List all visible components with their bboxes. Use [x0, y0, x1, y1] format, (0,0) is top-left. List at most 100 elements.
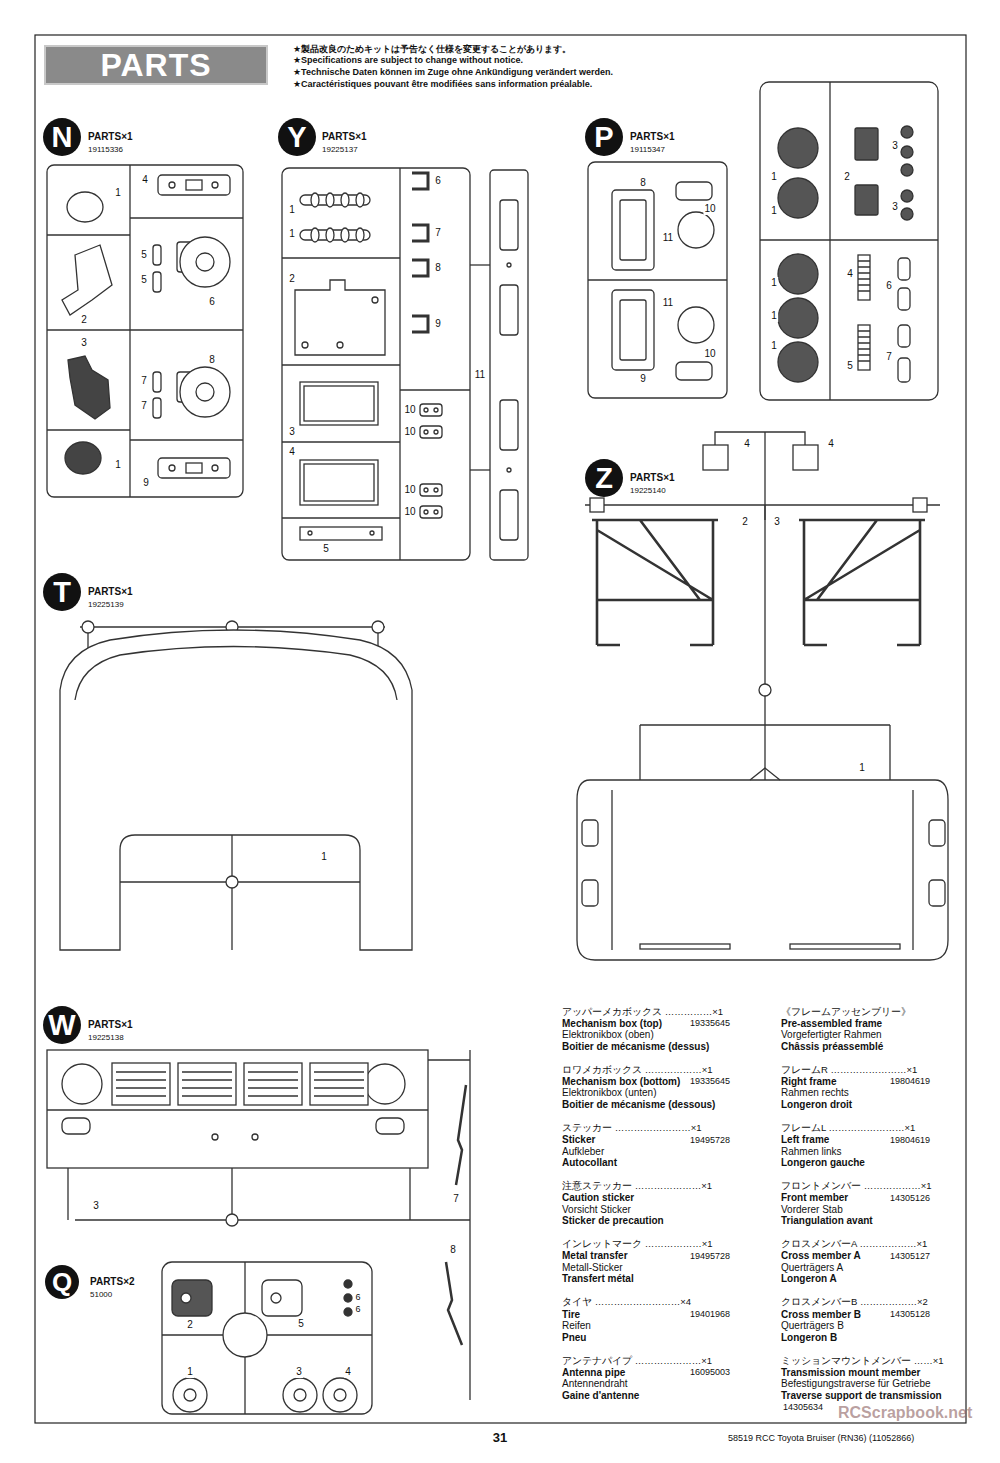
- sprue-p-right: [901, 190, 913, 202]
- sprue-z: [764, 505, 765, 520]
- sprue-z: [912, 790, 913, 950]
- callout-number: 3: [891, 201, 899, 213]
- page-border: [35, 35, 966, 1423]
- sprue-q: [334, 1389, 346, 1401]
- sprue-w: [244, 1063, 302, 1105]
- sprue-y: [470, 264, 490, 265]
- sprue-n: [153, 372, 161, 392]
- sprue-p-right: [760, 82, 938, 400]
- sprue-p-right: [858, 325, 870, 370]
- callout-number: 8: [449, 1244, 457, 1256]
- callout-number: 1: [770, 310, 778, 322]
- list-name-en: Mechanism box (top): [562, 1018, 662, 1030]
- tree-letter-circle: Z: [585, 459, 623, 497]
- part-code: 51000: [90, 1290, 112, 1299]
- sprue-y: [424, 488, 428, 492]
- sprue-p-right: [898, 258, 910, 280]
- sprue-n: [153, 245, 161, 265]
- sprue-z: [790, 944, 900, 949]
- sprue-p-left: [612, 190, 654, 270]
- sprue-y: [424, 430, 428, 434]
- callout-number: 11: [662, 232, 674, 244]
- callout-number: 1: [770, 277, 778, 289]
- list-name-fr: Transfert métal: [562, 1273, 634, 1285]
- callout-number: 1: [114, 459, 122, 471]
- list-name-en: Front member: [781, 1192, 848, 1204]
- list-name-fr: Traverse support de transmission: [781, 1390, 942, 1402]
- list-name-de: Befestigungstraverse für Getriebe: [781, 1378, 931, 1390]
- callout-number: 10: [403, 506, 416, 518]
- sprue-y: [370, 531, 374, 535]
- sprue-n: [158, 458, 230, 478]
- tree-letter-circle: Q: [45, 1265, 79, 1299]
- sprue-n: [186, 180, 202, 190]
- sprue-q: [162, 1262, 372, 1414]
- sprue-y: [434, 488, 438, 492]
- list-name-de: Querträgers A: [781, 1262, 843, 1274]
- list-name-fr: Triangulation avant: [781, 1215, 873, 1227]
- sprue-y: [412, 173, 428, 189]
- sprue-p-right: [855, 128, 878, 160]
- list-name-de: Vorgefertigter Rahmen: [781, 1029, 882, 1041]
- part-code: 19804619: [890, 1076, 930, 1086]
- sprue-y: [326, 228, 334, 242]
- sprue-q: [181, 1293, 191, 1303]
- list-heading-jp: クロスメンバーB ………………×2: [781, 1297, 928, 1308]
- sprue-w: [252, 1134, 258, 1140]
- sprue-n: [65, 442, 101, 474]
- sprue-y: [337, 342, 343, 348]
- sprue-w: [62, 1118, 90, 1134]
- sprue-p-left: [588, 162, 727, 398]
- sprue-y: [470, 469, 490, 470]
- list-heading-jp: フレームL ……………………×1: [781, 1123, 915, 1134]
- sprue-p-right: [858, 331, 870, 361]
- list-heading-jp: フロントメンバー ………………×1: [781, 1181, 931, 1192]
- part-code: 14305126: [890, 1193, 930, 1203]
- callout-number: 4: [846, 268, 854, 280]
- sprue-p-right: [778, 298, 818, 338]
- sprue-q: [283, 1378, 317, 1412]
- callout-number: 3: [891, 140, 899, 152]
- callout-number: 5: [297, 1318, 305, 1330]
- list-heading-jp: ステッカー ……………………×1: [562, 1123, 701, 1134]
- sprue-y: [300, 460, 378, 505]
- callout-number: 7: [452, 1193, 460, 1205]
- node-text: Q: [52, 1269, 72, 1295]
- page-number: 31: [493, 1431, 507, 1446]
- list-name-fr: Longeron A: [781, 1273, 837, 1285]
- note-text: ★Caractéristiques pouvant être modifiées…: [293, 79, 592, 89]
- sprue-z: [585, 504, 940, 505]
- callout-number: 4: [827, 438, 835, 450]
- sprue-y: [300, 382, 378, 425]
- list-name-en: Metal transfer: [562, 1250, 628, 1262]
- part-code: 19115336: [88, 145, 123, 154]
- list-heading-jp: ミッションマウントメンバー ……×1: [781, 1356, 943, 1367]
- part-code: 19804619: [890, 1135, 930, 1145]
- sprue-n: [186, 463, 202, 473]
- sprue-z: [793, 445, 818, 470]
- sprue-y: [311, 228, 319, 242]
- sprue-z: [715, 432, 805, 780]
- sprue-y: [434, 510, 438, 514]
- sprue-y: [412, 316, 428, 332]
- callout-number: 7: [434, 227, 442, 239]
- list-name-en: Mechanism box (bottom): [562, 1076, 680, 1088]
- sprue-w: [47, 1050, 428, 1168]
- part-code: 14305127: [890, 1251, 930, 1261]
- callout-number: 1: [858, 762, 866, 774]
- node-text: Y: [287, 123, 306, 152]
- sprue-w: [376, 1118, 404, 1134]
- sprue-w: [226, 1214, 238, 1226]
- parts-count: PARTS×1: [88, 586, 133, 598]
- sprue-y: [420, 404, 442, 416]
- list-heading-jp: 注意ステッカー …………………×1: [562, 1181, 712, 1192]
- list-name-de: Antennendraht: [562, 1378, 628, 1390]
- sprue-t: [75, 647, 397, 701]
- list-name-en: Tire: [562, 1309, 580, 1321]
- sprue-y: [500, 285, 518, 335]
- callout-number: 9: [142, 477, 150, 489]
- list-name-en: Antenna pipe: [562, 1367, 625, 1379]
- sprue-y: [282, 364, 400, 365]
- sprue-p-right: [778, 128, 818, 168]
- sprue-z: [703, 445, 728, 470]
